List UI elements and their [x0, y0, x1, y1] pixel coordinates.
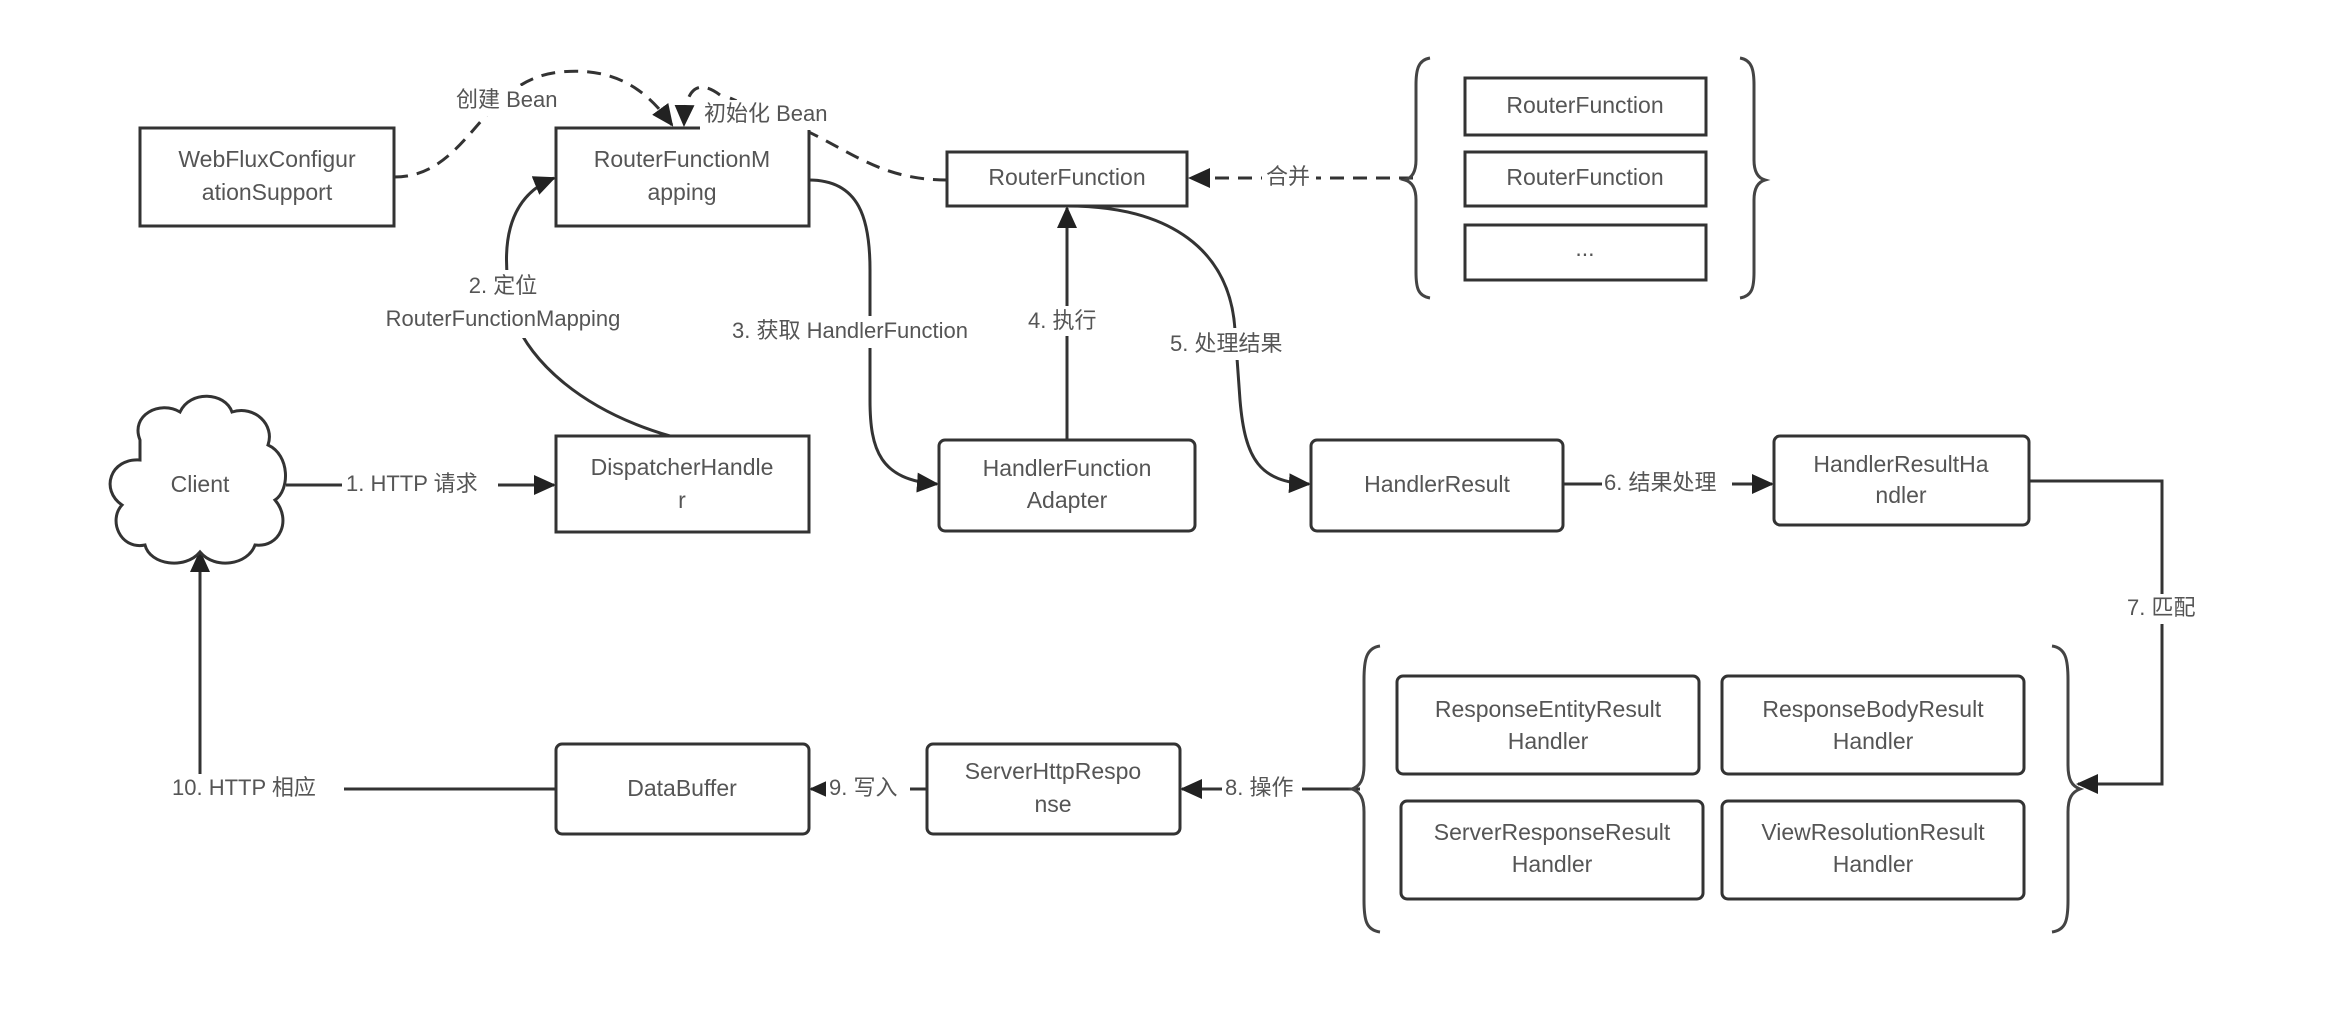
svg-text:WebFluxConfigur: WebFluxConfigur — [178, 146, 356, 172]
label-init-bean: 初始化 Bean — [700, 100, 850, 130]
node-router-function-item-2: RouterFunction — [1463, 150, 1708, 208]
svg-text:Handler: Handler — [1508, 728, 1589, 754]
label-step3: 3. 获取 HandlerFunction — [728, 316, 1018, 348]
label-step10: 10. HTTP 相应 — [168, 774, 344, 804]
node-router-function-item-1: RouterFunction — [1463, 76, 1708, 137]
svg-text:ViewResolutionResult: ViewResolutionResult — [1761, 819, 1985, 845]
node-client-cloud: Client — [108, 394, 287, 565]
node-view-resolution-result-handler: ViewResolutionResult Handler — [1720, 799, 2026, 901]
edge-step7 — [2029, 479, 2164, 794]
node-dispatcher-handler: DispatcherHandle r — [554, 434, 811, 534]
label-step6: 6. 结果处理 — [1602, 469, 1732, 499]
svg-text:ResponseBodyResult: ResponseBodyResult — [1762, 696, 1984, 722]
label-step7: 7. 匹配 — [2124, 594, 2204, 624]
label-step2: 2. 定位 RouterFunctionMapping — [350, 270, 656, 338]
svg-text:初始化 Bean: 初始化 Bean — [704, 101, 828, 126]
svg-text:RouterFunctionMapping: RouterFunctionMapping — [386, 306, 621, 331]
svg-text:ndler: ndler — [1875, 482, 1926, 508]
svg-text:DataBuffer: DataBuffer — [627, 775, 737, 801]
svg-text:6. 结果处理: 6. 结果处理 — [1604, 470, 1716, 495]
svg-text:创建 Bean: 创建 Bean — [456, 87, 558, 112]
edge-step10 — [190, 550, 556, 791]
label-step4: 4. 执行 — [1026, 306, 1106, 336]
node-server-http-response: ServerHttpRespo nse — [925, 742, 1182, 836]
node-response-entity-result-handler: ResponseEntityResult Handler — [1395, 674, 1701, 776]
svg-text:Handler: Handler — [1833, 851, 1914, 877]
svg-text:...: ... — [1575, 235, 1594, 261]
cloud-icon — [108, 394, 287, 565]
brace-router-functions-left — [1399, 56, 1431, 300]
svg-text:4. 执行: 4. 执行 — [1028, 308, 1096, 333]
node-router-function-item-more: ... — [1463, 223, 1708, 282]
node-databuffer: DataBuffer — [554, 742, 811, 836]
label-step5: 5. 处理结果 — [1168, 328, 1298, 360]
svg-text:ResponseEntityResult: ResponseEntityResult — [1435, 696, 1662, 722]
svg-text:10. HTTP 相应: 10. HTTP 相应 — [172, 775, 316, 800]
edge-create-bean — [393, 69, 674, 179]
node-response-body-result-handler: ResponseBodyResult Handler — [1720, 674, 2026, 776]
svg-text:5. 处理结果: 5. 处理结果 — [1170, 331, 1282, 356]
svg-text:3. 获取 HandlerFunction: 3. 获取 HandlerFunction — [732, 318, 968, 343]
svg-text:2. 定位: 2. 定位 — [469, 273, 537, 298]
svg-text:HandlerResultHa: HandlerResultHa — [1813, 451, 1988, 477]
svg-text:r: r — [678, 487, 686, 513]
svg-text:8. 操作: 8. 操作 — [1225, 775, 1293, 800]
brace-router-functions-right — [1739, 56, 1771, 300]
svg-text:7. 匹配: 7. 匹配 — [2127, 595, 2195, 620]
label-create-bean: 创建 Bean — [452, 86, 582, 116]
edge-init-bean-head — [674, 85, 721, 127]
svg-text:合并: 合并 — [1266, 164, 1310, 189]
svg-text:RouterFunctionM: RouterFunctionM — [594, 146, 770, 172]
svg-text:DispatcherHandle: DispatcherHandle — [591, 454, 774, 480]
svg-text:RouterFunction: RouterFunction — [1506, 92, 1663, 118]
svg-text:Handler: Handler — [1512, 851, 1593, 877]
node-handler-function-adapter: HandlerFunction Adapter — [937, 438, 1197, 533]
svg-text:apping: apping — [647, 179, 716, 205]
node-router-function: RouterFunction — [945, 150, 1189, 208]
svg-text:ServerHttpRespo: ServerHttpRespo — [965, 758, 1141, 784]
node-server-response-result-handler: ServerResponseResult Handler — [1399, 799, 1705, 901]
label-step9: 9. 写入 — [826, 774, 910, 804]
svg-text:HandlerFunction: HandlerFunction — [983, 455, 1152, 481]
svg-text:ServerResponseResult: ServerResponseResult — [1434, 819, 1671, 845]
svg-text:HandlerResult: HandlerResult — [1364, 471, 1510, 497]
svg-text:Handler: Handler — [1833, 728, 1914, 754]
node-webflux-configuration-support: WebFluxConfigur ationSupport — [138, 126, 396, 228]
node-handler-result: HandlerResult — [1309, 438, 1565, 533]
svg-text:Client: Client — [171, 471, 230, 497]
edge-step5 — [1066, 204, 1311, 494]
label-merge: 合并 — [1262, 163, 1316, 193]
svg-text:Adapter: Adapter — [1027, 487, 1108, 513]
svg-text:1. HTTP 请求: 1. HTTP 请求 — [346, 471, 478, 496]
label-step1: 1. HTTP 请求 — [342, 470, 498, 500]
brace-result-handlers-left — [1347, 644, 1381, 934]
svg-text:nse: nse — [1034, 791, 1071, 817]
label-step8: 8. 操作 — [1222, 774, 1302, 804]
node-router-function-mapping: RouterFunctionM apping — [554, 126, 811, 228]
edge-init-bean — [799, 126, 948, 182]
svg-text:9. 写入: 9. 写入 — [829, 775, 897, 800]
svg-text:RouterFunction: RouterFunction — [988, 164, 1145, 190]
svg-text:ationSupport: ationSupport — [202, 179, 333, 205]
brace-result-handlers-right — [2051, 644, 2085, 934]
svg-text:RouterFunction: RouterFunction — [1506, 164, 1663, 190]
node-handler-result-handler: HandlerResultHa ndler — [1772, 434, 2031, 527]
